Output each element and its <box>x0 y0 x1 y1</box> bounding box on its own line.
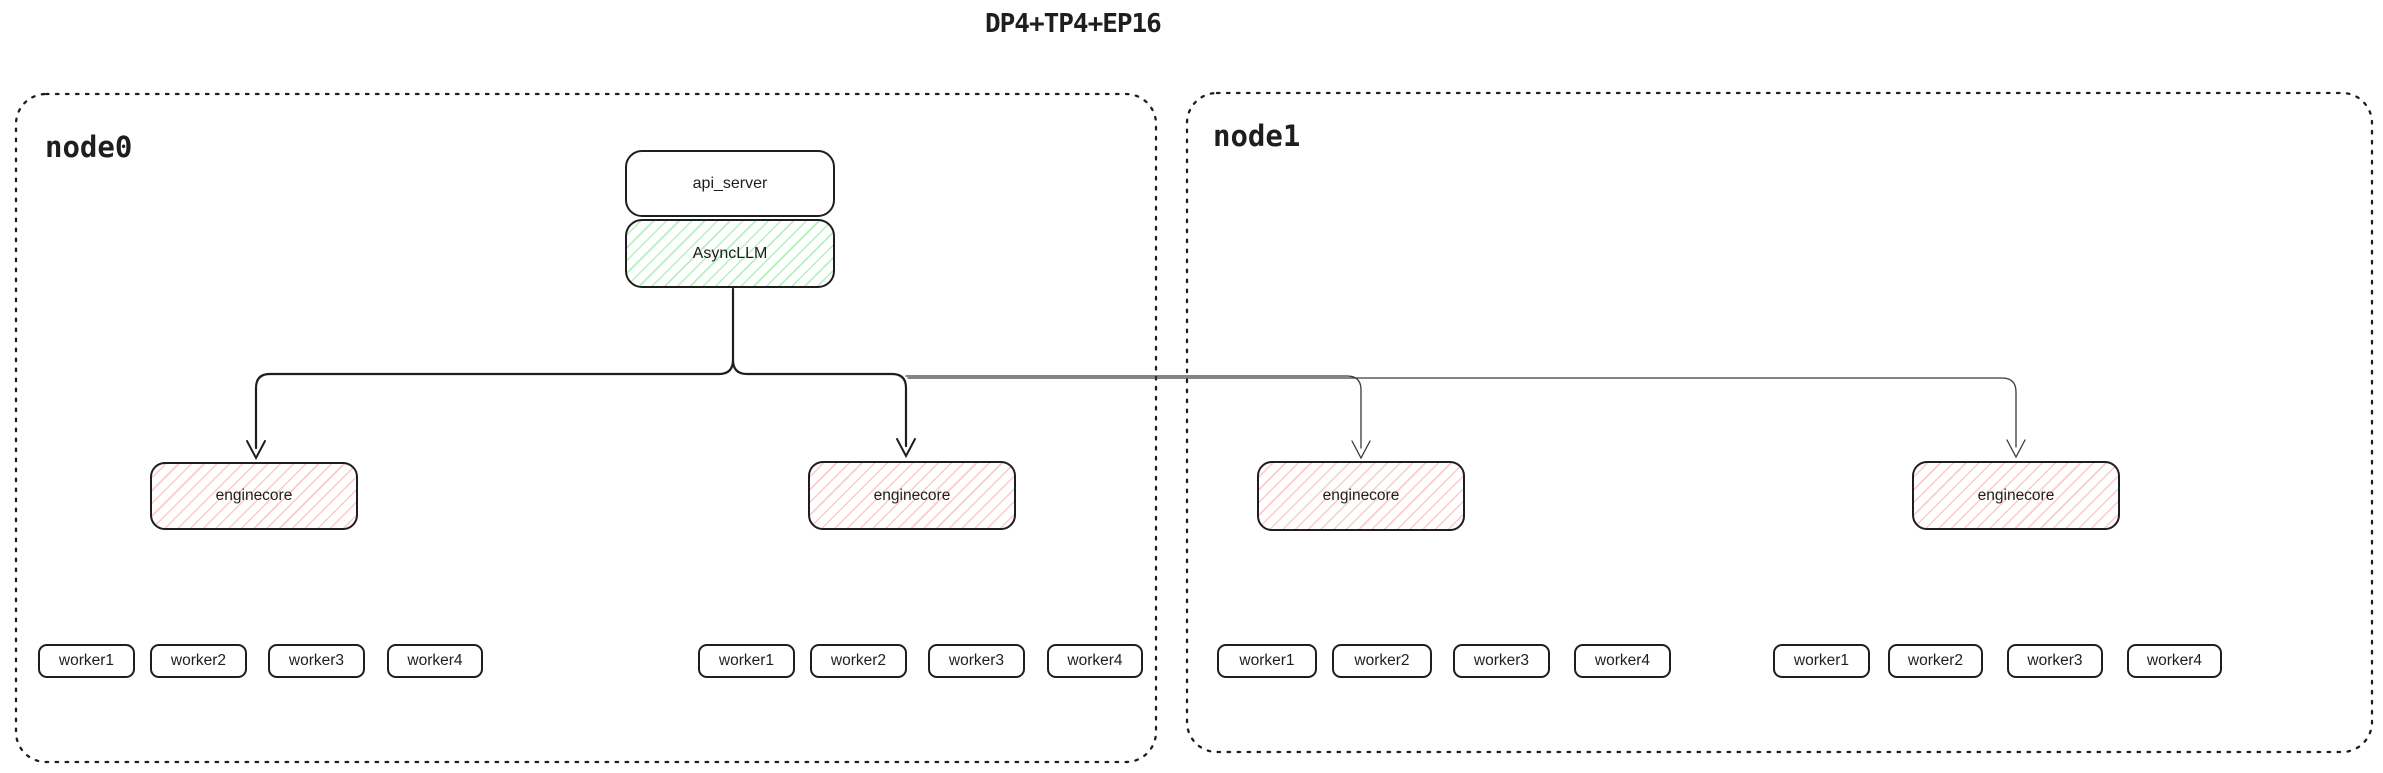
enginecore-box: enginecore <box>808 461 1016 530</box>
arrow-head <box>1351 440 1371 460</box>
arrow-head <box>896 438 916 459</box>
worker-box: worker2 <box>810 644 907 678</box>
connector-asyncllm-to-enginecore1 <box>254 287 735 450</box>
node0-label: node0 <box>45 130 133 164</box>
worker-box: worker4 <box>1574 644 1671 678</box>
node1-label: node1 <box>1213 119 1301 153</box>
worker-box: worker2 <box>1332 644 1432 678</box>
arrow-head <box>246 440 266 461</box>
arrow-head <box>2006 439 2026 459</box>
worker-box: worker2 <box>1888 644 1983 678</box>
worker-box: worker1 <box>38 644 135 678</box>
worker-box: worker3 <box>928 644 1025 678</box>
worker-box: worker3 <box>1453 644 1550 678</box>
enginecore-box: enginecore <box>150 462 358 530</box>
worker-box: worker1 <box>698 644 795 678</box>
worker-box: worker1 <box>1773 644 1870 678</box>
worker-box: worker2 <box>150 644 247 678</box>
worker-box: worker4 <box>1047 644 1143 678</box>
enginecore-box: enginecore <box>1912 461 2120 530</box>
connector-asyncllm-to-enginecore2 <box>731 358 908 448</box>
worker-box: worker1 <box>1217 644 1317 678</box>
worker-box: worker4 <box>387 644 483 678</box>
worker-box: worker4 <box>2127 644 2222 678</box>
diagram-title: DP4+TP4+EP16 <box>985 9 1162 39</box>
worker-box: worker3 <box>268 644 365 678</box>
asyncllm-box: AsyncLLM <box>625 219 835 288</box>
enginecore-box: enginecore <box>1257 461 1465 531</box>
connector-asyncllm-to-enginecore3 <box>905 375 1362 449</box>
worker-box: worker3 <box>2007 644 2103 678</box>
connector-asyncllm-to-enginecore4 <box>907 377 2017 448</box>
api-server-box: api_server <box>625 150 835 217</box>
